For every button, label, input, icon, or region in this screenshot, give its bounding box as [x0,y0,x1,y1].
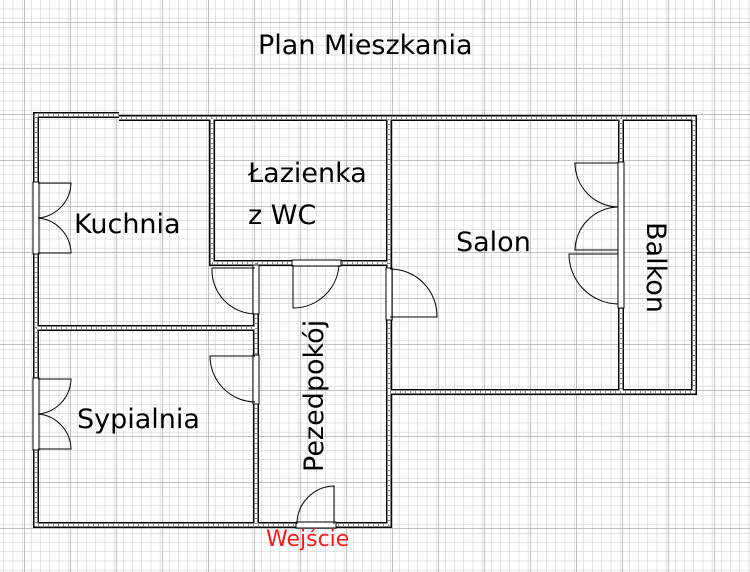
room-label-bathroom-line2: z WC [248,200,317,231]
door-kitchen [32,181,72,255]
door-salon [385,267,438,321]
room-label-salon: Salon [456,227,531,258]
door-hallway-top [291,259,342,309]
doors [32,161,625,529]
room-label-balcony: Balkon [640,222,671,313]
room-label-hallway: Pezedpokój [299,319,330,472]
door-bedroom [209,354,260,405]
room-label-kitchen: Kuchnia [74,209,181,240]
room-label-bedroom: Sypialnia [77,404,200,435]
room-label-bathroom-line1: Łazienka [248,158,367,189]
door-balcony [568,161,625,309]
door-bedroom-window [32,377,72,451]
plan-title: Plan Mieszkania [258,30,473,61]
door-entrance [295,485,337,529]
door-bathroom [211,264,260,315]
entrance-label: Wejście [266,527,350,552]
